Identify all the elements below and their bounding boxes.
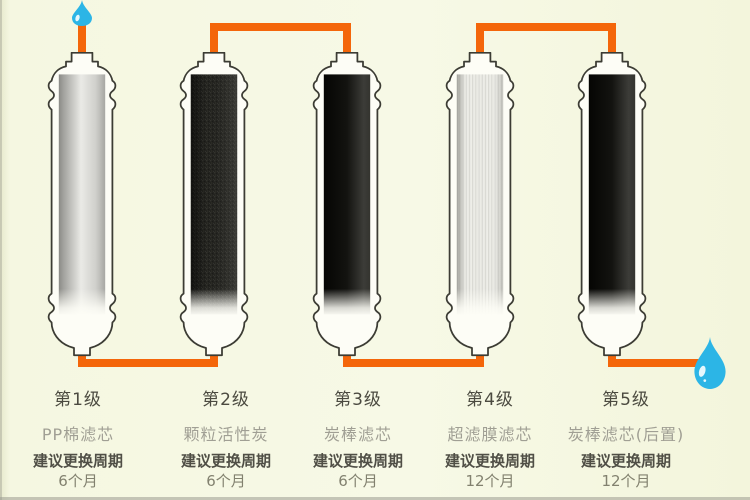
pipe-bottom-a-left — [78, 348, 86, 367]
filter-stage-label: 第4级 — [466, 390, 514, 410]
pipe-bottom-a-right — [210, 348, 218, 367]
filter-period-value: 6个月 — [338, 472, 378, 490]
filter-period-caption: 建议更换周期 — [312, 452, 403, 470]
filter-name-label: PP棉滤芯 — [41, 425, 115, 444]
pipe-top-b-left — [476, 23, 484, 55]
pipe-bottom-b-left — [343, 348, 351, 367]
water-drop-icon — [694, 337, 726, 389]
filter-period-caption: 建议更换周期 — [580, 452, 671, 470]
filter-name-label: 炭棒滤芯 — [323, 425, 392, 444]
filter-period-caption: 建议更换周期 — [180, 452, 271, 470]
filter-period-caption: 建议更换周期 — [32, 452, 123, 470]
filter-bottle-stage1 — [47, 52, 117, 357]
pipe-bottom-b-horizontal — [343, 359, 484, 367]
filter-bottle-stage2 — [179, 52, 249, 357]
filter-stage-label: 第3级 — [334, 390, 382, 410]
filter-label-column: 第2级 颗粒活性炭 建议更换周期 6个月 — [146, 383, 306, 491]
filter-stage-label: 第5级 — [602, 390, 650, 410]
filter-period-value: 12个月 — [601, 472, 651, 490]
filter-period-caption: 建议更换周期 — [444, 452, 535, 470]
filter-stage-label: 第1级 — [54, 390, 102, 410]
filter-period-value: 6个月 — [206, 472, 246, 490]
filter-label-column: 第4级 超滤膜滤芯 建议更换周期 12个月 — [410, 383, 570, 491]
filter-label-column: 第3级 炭棒滤芯 建议更换周期 6个月 — [278, 383, 438, 491]
pipe-top-a-right — [343, 23, 351, 55]
pipe-bottom-b-right — [476, 348, 484, 367]
water-drop-icon — [72, 0, 92, 26]
filter-period-value: 12个月 — [465, 472, 515, 490]
filter-period-value: 6个月 — [58, 472, 98, 490]
filter-name-label: 颗粒活性炭 — [183, 425, 269, 444]
pipe-inlet-vertical — [78, 22, 86, 56]
filter-bottle-stage5 — [577, 52, 647, 357]
filter-bottle-stage4 — [445, 52, 515, 357]
pipe-top-a-horizontal — [210, 23, 351, 31]
pipe-outlet-horizontal — [608, 359, 708, 367]
filter-stage-label: 第2级 — [202, 390, 250, 410]
filter-label-column: 第5级 炭棒滤芯(后置) 建议更换周期 12个月 — [546, 383, 706, 491]
filter-bottle-stage3 — [312, 52, 382, 357]
pipe-bottom-a-horizontal — [78, 359, 218, 367]
pipe-top-b-right — [608, 23, 616, 55]
filter-label-column: 第1级 PP棉滤芯 建议更换周期 6个月 — [0, 383, 158, 491]
image-bottom-edge — [0, 497, 750, 500]
pipe-top-b-horizontal — [476, 23, 616, 31]
filter-name-label: 超滤膜滤芯 — [447, 425, 533, 444]
filter-name-label: 炭棒滤芯(后置) — [567, 425, 685, 444]
pipe-top-a-left — [210, 23, 218, 55]
pipe-outlet-vertical — [608, 348, 616, 367]
image-left-edge — [0, 0, 2, 500]
